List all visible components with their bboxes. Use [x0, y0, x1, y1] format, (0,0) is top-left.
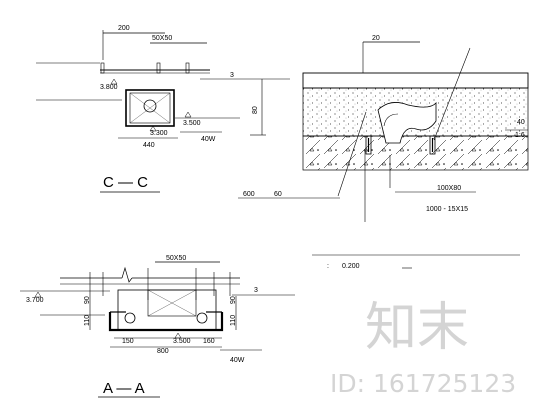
aa-dim-3: 3 — [254, 287, 258, 294]
note-prefix: : — [327, 263, 329, 270]
aa-elev-3500: 3.500 — [173, 338, 191, 345]
aa-dim-150: 150 — [122, 338, 134, 345]
aa-dim-50x50: 50X50 — [166, 255, 186, 262]
cc-elev-3500: 3.500 — [183, 120, 201, 127]
cc-dim-40w: 40W — [201, 136, 216, 143]
aa-dim-110-left: 110 — [84, 315, 91, 326]
cc-dim-80: 80 — [252, 106, 259, 114]
cc-elev-3300: 3.300 — [150, 130, 168, 137]
cc-dim-200: 200 — [118, 25, 130, 32]
note-value: 0.200 — [342, 263, 360, 270]
aa-dim-90-left: 90 — [84, 296, 91, 304]
aa-dim-40w: 40W — [230, 357, 245, 364]
watermark-logo: 知末 — [365, 298, 469, 358]
detail-dim-600: 600 — [243, 191, 255, 198]
detail-dim-1000-15x15: 1000 - 15X15 — [426, 206, 468, 213]
detail-dim-100x80: 100X80 — [437, 185, 461, 192]
watermark-id: ID: 161725123 — [330, 369, 516, 398]
floor-buildup-detail: 20 40 1:6 600 60 100X80 1000 - 15X15 — [238, 35, 529, 222]
cc-dim-3: 3 — [230, 72, 234, 79]
aa-dim-800: 800 — [157, 348, 169, 355]
watermark: 知末 ID: 161725123 — [330, 298, 516, 398]
detail-dim-60: 60 — [274, 191, 282, 198]
detail-dim-40: 40 — [517, 119, 525, 126]
aa-dim-90-right: 90 — [230, 296, 237, 304]
aa-dim-110-right: 110 — [230, 315, 237, 326]
section-c-c: 200 50X50 3.800 3 80 3.500 3.300 — [36, 25, 290, 193]
section-a-a: 50X50 3.700 3 90 110 90 11 — [20, 255, 295, 398]
cc-dim-440: 440 — [143, 142, 155, 149]
cc-elev-3800: 3.800 — [100, 84, 118, 91]
aa-elev-3700: 3.700 — [26, 297, 44, 304]
detail-dim-20: 20 — [372, 35, 380, 42]
cc-section-title: C — C — [103, 174, 148, 191]
cc-dim-50x50: 50X50 — [152, 35, 172, 42]
aa-section-title: A — A — [103, 380, 145, 397]
detail-dim-1to6: 1:6 — [515, 132, 525, 139]
note-line: : 0.200 — [312, 254, 520, 270]
aa-dim-160: 160 — [203, 338, 215, 345]
